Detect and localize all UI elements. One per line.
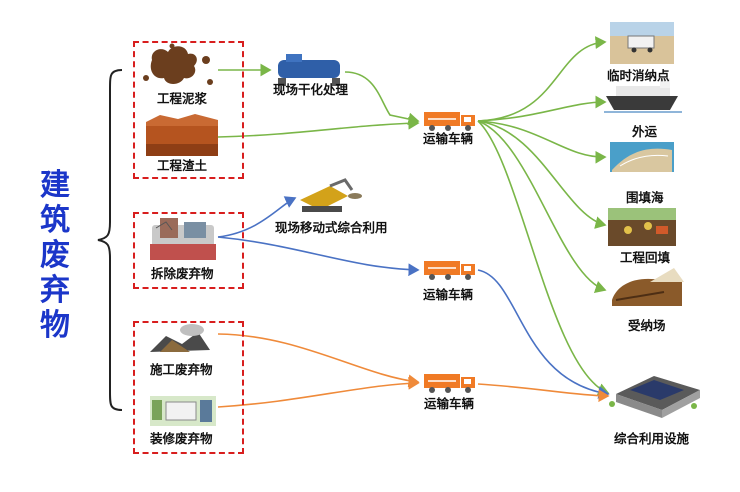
source-label-decoration: 装修废弃物 <box>150 431 213 446</box>
blue-flow-arrows <box>217 196 610 399</box>
diagram-title: 建 筑 废 弃 物 <box>40 168 70 343</box>
temp-site-image <box>610 22 674 64</box>
process-label-transport-1: 运输车辆 <box>423 131 474 146</box>
source-label-demolition: 拆除废弃物 <box>151 266 214 281</box>
mud-splash-image <box>143 43 213 85</box>
mobile-crusher-image <box>300 178 362 212</box>
process-label-drying: 现场干化处理 <box>273 82 349 97</box>
dest-label-backfill: 工程回填 <box>620 250 671 265</box>
transport-truck-image-1 <box>424 112 475 131</box>
construction-decoration-box <box>133 321 244 454</box>
dest-label-recycling: 综合利用设施 <box>614 431 690 446</box>
recycling-facility-image <box>609 376 700 418</box>
construction-waste-image <box>150 324 210 352</box>
green-flow-arrows <box>217 36 610 396</box>
orange-flow-arrows <box>217 333 610 408</box>
title-char: 废 <box>40 238 70 273</box>
dest-label-landfill: 受纳场 <box>628 318 666 333</box>
drying-machine-image <box>278 54 340 86</box>
sea-reclamation-image <box>610 142 674 172</box>
dest-label-sea-fill: 围填海 <box>626 190 664 205</box>
title-char: 筑 <box>40 203 70 238</box>
dest-label-temp-site: 临时消纳点 <box>607 68 670 83</box>
process-label-mobile-reuse: 现场移动式综合利用 <box>275 220 388 235</box>
process-label-transport-3: 运输车辆 <box>424 396 475 411</box>
source-label-mud: 工程泥浆 <box>157 91 208 106</box>
transport-truck-image-3 <box>424 374 475 393</box>
source-label-soil: 工程渣土 <box>157 158 208 173</box>
process-label-transport-2: 运输车辆 <box>423 287 474 302</box>
dest-label-export: 外运 <box>632 124 658 139</box>
soil-image <box>146 114 218 156</box>
decoration-waste-image <box>150 396 216 426</box>
cargo-ship-image <box>604 78 682 113</box>
title-char: 弃 <box>40 273 70 308</box>
mud-soil-box <box>133 41 244 179</box>
category-brace <box>97 69 123 411</box>
backfill-image <box>608 208 676 246</box>
landfill-image <box>612 268 684 306</box>
source-label-construction: 施工废弃物 <box>150 362 213 377</box>
title-char: 建 <box>40 168 70 203</box>
title-char: 物 <box>40 308 70 343</box>
demolition-debris-image <box>150 218 216 260</box>
transport-truck-image-2 <box>424 261 475 280</box>
demolition-box <box>133 212 244 289</box>
